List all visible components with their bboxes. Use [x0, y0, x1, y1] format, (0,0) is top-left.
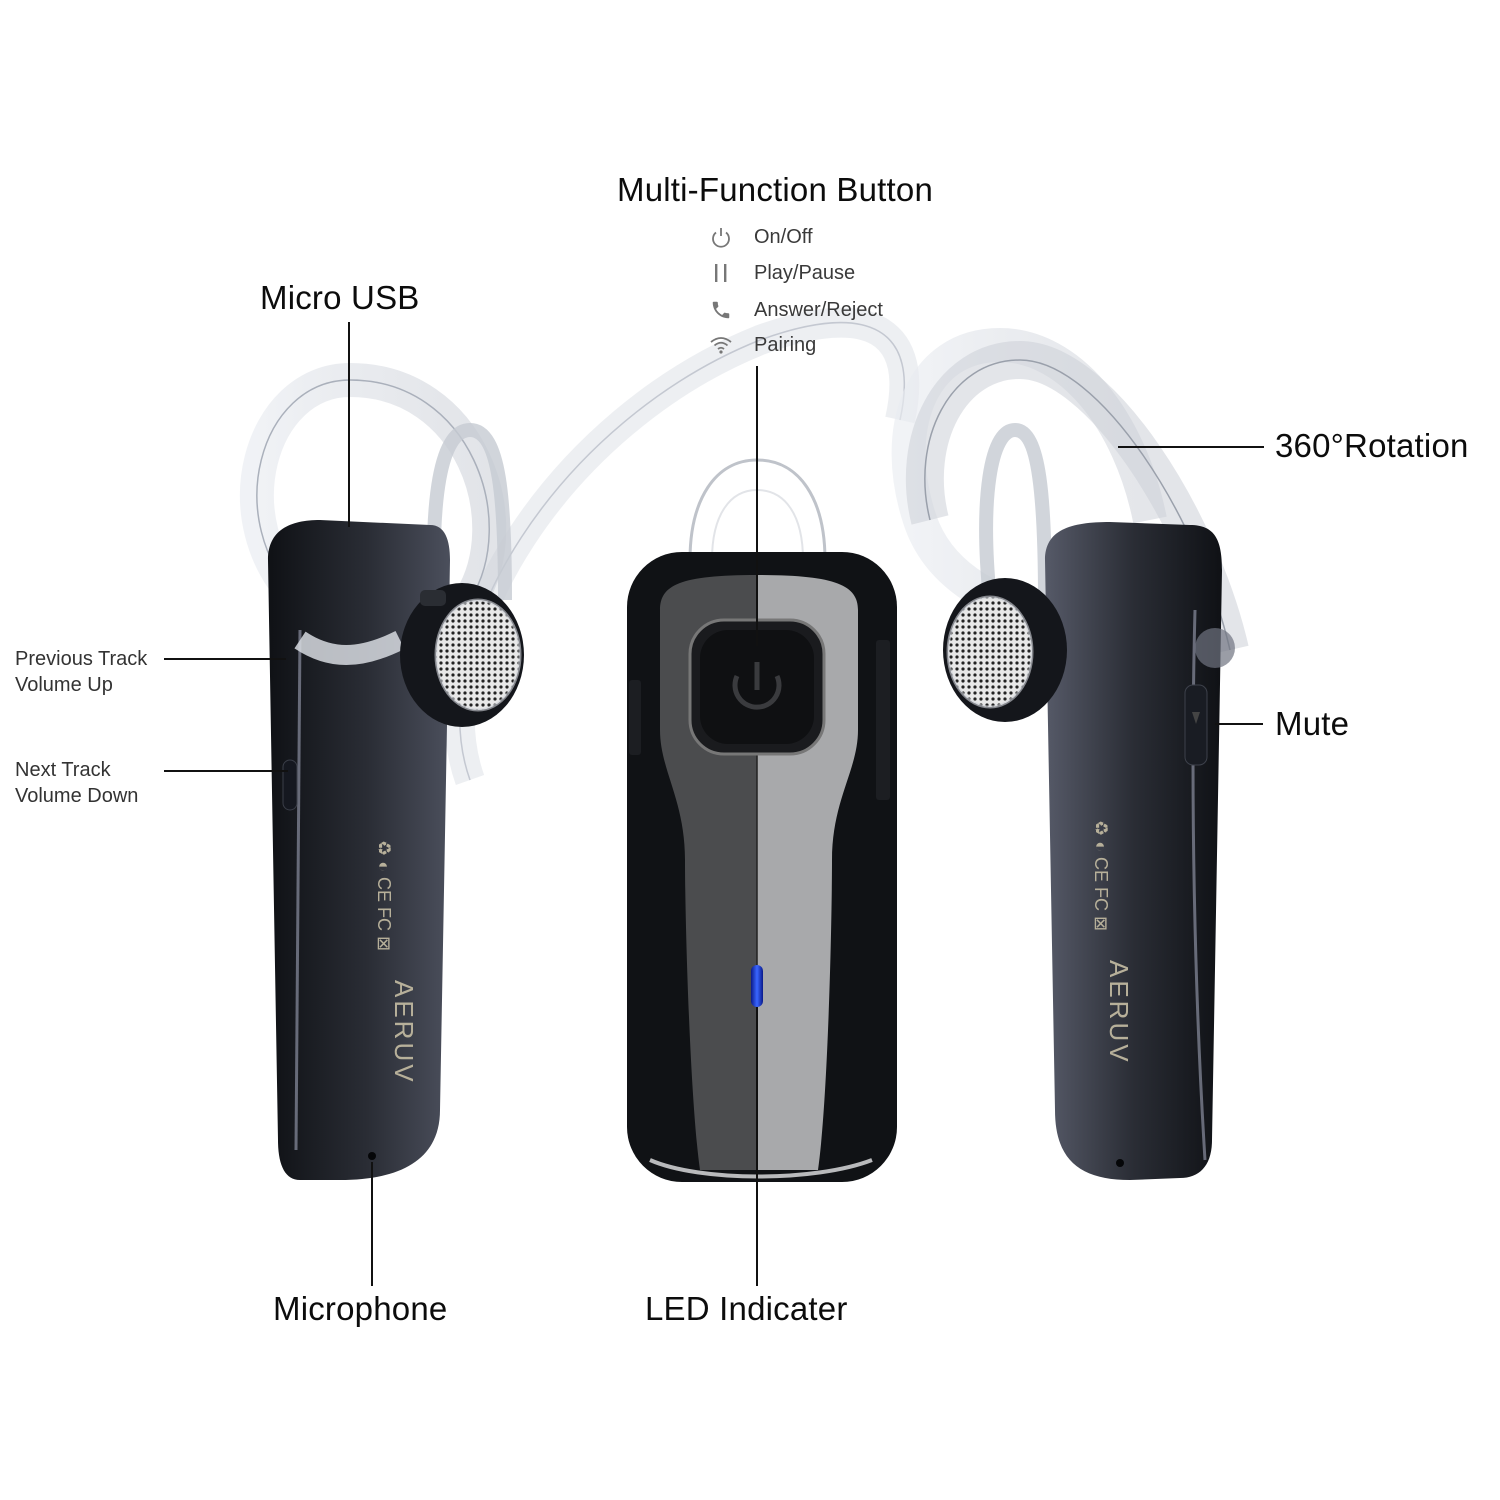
micro-usb-leader — [348, 322, 350, 527]
rotation-label: 360°Rotation — [1275, 427, 1469, 464]
fn-item-label: Play/Pause — [754, 261, 856, 284]
micro-usb-label: Micro USB — [260, 279, 420, 316]
svg-text:AERUV: AERUV — [389, 980, 419, 1085]
wifi-icon — [708, 333, 734, 357]
next-track-leader — [164, 770, 288, 772]
fn-item-label: On/Off — [754, 225, 813, 248]
pause-icon — [708, 261, 734, 285]
microphone-leader — [371, 1162, 373, 1286]
multi-function-leader — [756, 366, 758, 646]
fn-item-label: Answer/Reject — [754, 298, 883, 321]
led-leader — [756, 1007, 758, 1286]
multi-function-title: Multi-Function Button — [617, 171, 934, 208]
previous-track-leader — [164, 658, 286, 660]
svg-text:AERUV: AERUV — [1104, 960, 1134, 1065]
mute-leader — [1215, 723, 1263, 725]
phone-icon — [708, 298, 734, 322]
fn-item-answer-reject: Answer/Reject — [708, 298, 883, 322]
fn-item-pairing: Pairing — [708, 333, 816, 357]
svg-text:♻ ◐ CE FC ⊠: ♻ ◐ CE FC ⊠ — [1091, 820, 1111, 931]
next-track-label: Next Track Volume Down — [15, 759, 139, 807]
power-icon — [708, 225, 734, 249]
rotation-leader — [1118, 446, 1264, 448]
mute-label: Mute — [1275, 705, 1350, 742]
fn-item-on-off: On/Off — [708, 225, 813, 249]
fn-item-play-pause: Play/Pause — [708, 261, 855, 285]
svg-text:♻ ◐ CE FC ⊠: ♻ ◐ CE FC ⊠ — [374, 840, 394, 951]
fn-item-label: Pairing — [754, 333, 817, 356]
previous-track-label: Previous Track Volume Up — [15, 648, 148, 696]
microphone-label: Microphone — [273, 1290, 448, 1327]
led-indicator-label: LED Indicater — [645, 1290, 848, 1327]
